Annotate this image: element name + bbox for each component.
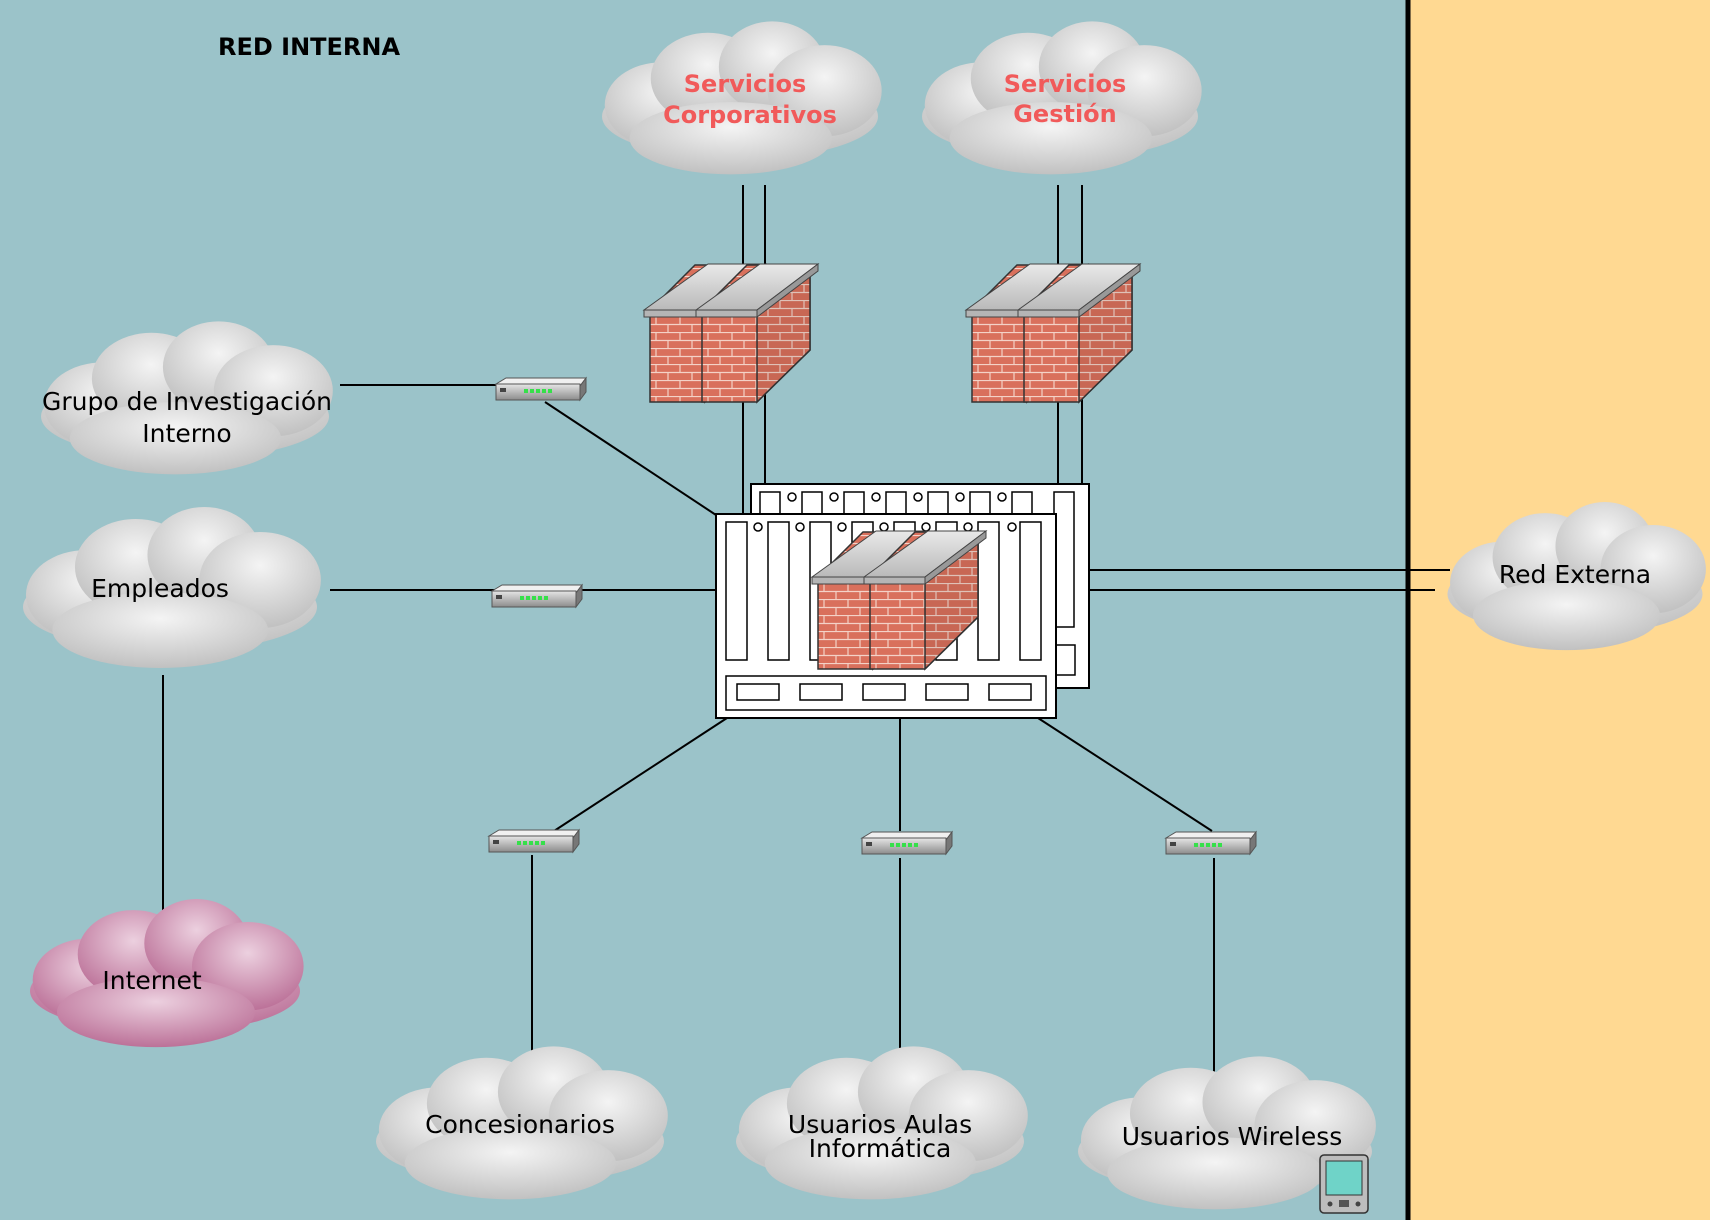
network-switch-icon (495, 377, 587, 401)
empleados-label: Empleados (91, 574, 229, 603)
usuarios-aulas-label-2: Informática (809, 1134, 952, 1163)
switch-empleados (491, 584, 583, 608)
cloud-grupo-investigacion: Grupo de Investigación Interno (40, 321, 333, 475)
grupo-investigacion-label-1: Grupo de Investigación (42, 387, 332, 416)
cloud-red-externa: Red Externa (1447, 502, 1706, 651)
cloud-servicios-gestion: Servicios Gestión (922, 21, 1202, 175)
cloud-empleados: Empleados (22, 507, 321, 668)
servicios-gestion-label-2: Gestión (1013, 100, 1117, 128)
cloud-concesionarios: Concesionarios (376, 1046, 668, 1200)
servicios-gestion-label-1: Servicios (1004, 70, 1127, 98)
core-network-chassis (715, 483, 1090, 719)
switch-concesionarios (488, 829, 580, 853)
grupo-investigacion-label-2: Interno (142, 419, 231, 448)
cloud-usuarios-wireless: Usuarios Wireless (1078, 1056, 1376, 1210)
network-switch-icon (861, 831, 953, 855)
concesionarios-label: Concesionarios (425, 1110, 615, 1139)
switch-usuarios-aulas (861, 831, 953, 855)
cloud-internet: Internet (29, 899, 304, 1048)
usuarios-aulas-label-1: Usuarios Aulas (788, 1110, 972, 1139)
internal-network-title: RED INTERNA (218, 33, 401, 61)
usuarios-wireless-label: Usuarios Wireless (1122, 1122, 1343, 1151)
switch-usuarios-wireless (1165, 831, 1257, 855)
network-switch-icon (488, 829, 580, 853)
network-switch-icon (491, 584, 583, 608)
cloud-usuarios-aulas: Usuarios Aulas Informática (736, 1046, 1028, 1200)
network-switch-icon (1165, 831, 1257, 855)
servicios-corporativos-label-1: Servicios (684, 70, 807, 98)
servicios-corporativos-label-2: Corporativos (663, 101, 837, 129)
internet-label: Internet (102, 966, 201, 995)
cloud-servicios-corporativos: Servicios Corporativos (602, 21, 882, 175)
pda-icon (1319, 1154, 1369, 1214)
red-externa-label: Red Externa (1499, 560, 1651, 589)
switch-grupo-investigacion (495, 377, 587, 401)
